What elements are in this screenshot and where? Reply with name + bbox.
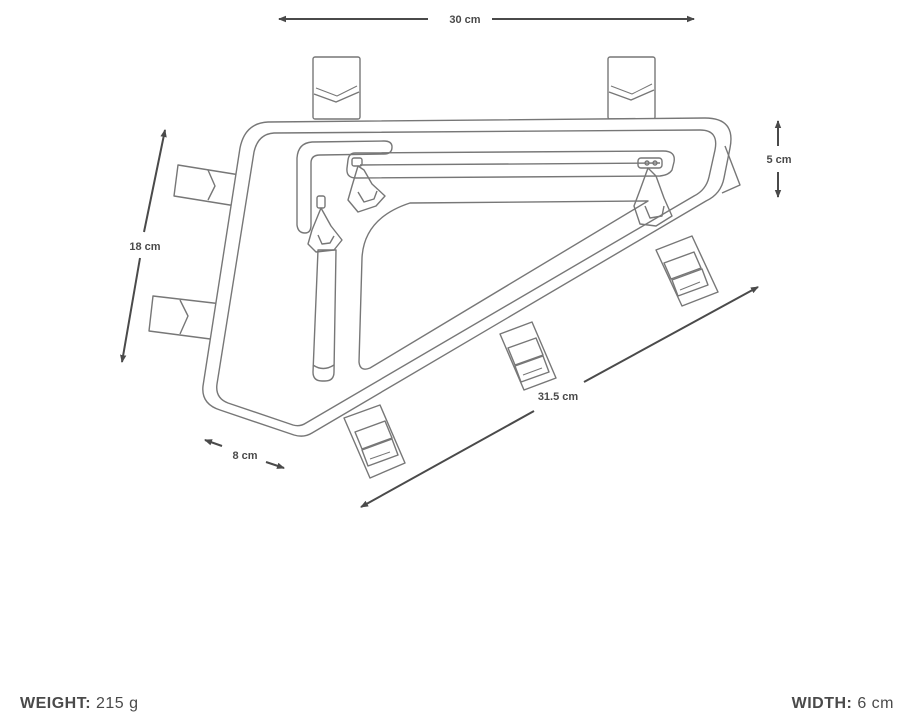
bag-inner-panel [216,129,717,427]
dimension-lines [120,15,782,508]
dim-label-left: 18 cm [129,241,160,253]
width-spec: WIDTH: 6 cm [792,695,894,713]
dim-left-arrow-up [143,129,167,233]
dim-tail-arrow-left [204,439,223,447]
zipper-pull-top-left [347,157,386,213]
dim-bottom-arrow-up [583,286,759,383]
zipper-track-side [296,140,393,382]
dim-label-top: 30 cm [449,14,480,26]
zipper-pull-top-right [633,157,673,227]
weight-label: WEIGHT: [20,695,92,712]
bottom-strap-1 [343,404,406,479]
dim-label-tail: 8 cm [232,450,257,462]
zipper-pull-left [307,195,343,253]
dim-tail-arrow-right [265,461,285,469]
zipper-track-top [346,150,675,179]
top-strap-right [607,56,656,120]
bottom-strap-2 [499,321,557,391]
dim-bottom-arrow-down [360,410,535,508]
bottom-strap-3 [655,235,719,307]
width-label: WIDTH: [791,695,853,712]
width-value: 6 cm [857,695,894,712]
dim-label-bottom: 31.5 cm [538,391,579,403]
top-strap-left [312,56,361,120]
dim-left-arrow-down [120,257,141,363]
inner-compartment [358,200,649,370]
dim-label-right: 5 cm [766,154,791,166]
bag-outer-outline [202,117,732,437]
left-strap-upper [173,164,241,207]
bag-end-cap [721,145,741,194]
weight-spec: WEIGHT: 215 g [20,695,139,713]
frame-bag-illustration [148,56,741,479]
weight-value: 215 g [96,695,139,712]
